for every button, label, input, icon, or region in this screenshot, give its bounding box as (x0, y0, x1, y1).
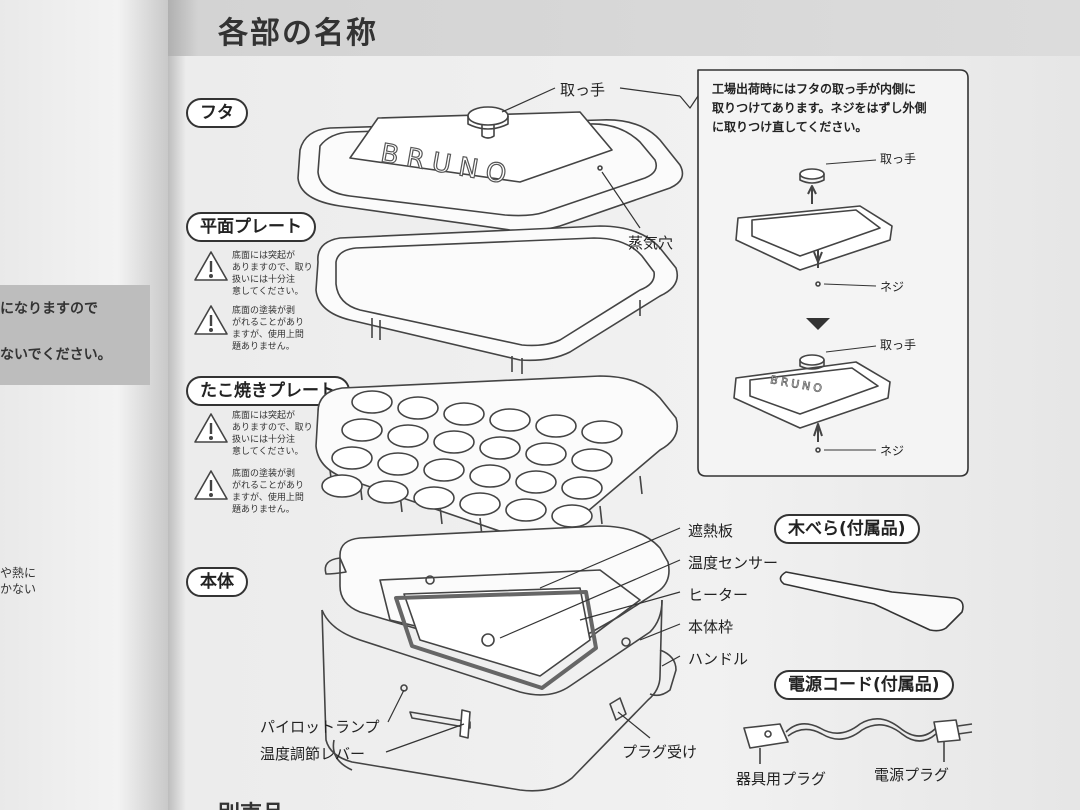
label-temp-lever: 温度調節レバー (260, 745, 366, 763)
takoyaki-hole (469, 464, 511, 488)
takoyaki-hole (459, 492, 501, 516)
label-pilot-lamp: パイロットランプ (260, 718, 380, 736)
note-line-1: 工場出荷時にはフタの取っ手が内側に (712, 82, 917, 96)
takoyaki-hole (505, 498, 547, 522)
takoyaki-hole (377, 452, 419, 476)
takoyaki-hole (341, 418, 383, 442)
left-text-4: かない (0, 582, 37, 596)
left-gray-box (0, 285, 150, 385)
warning-text: 底面の塗装が剥 がれることがあり ますが、使用上問 題ありません。 (232, 469, 305, 515)
left-text-1: になりますので (0, 301, 98, 317)
warning-icon (194, 413, 228, 443)
takoyaki-hole (423, 458, 465, 482)
label-heat-shield: 遮熱板 (688, 522, 734, 540)
takoyaki-hole (489, 408, 531, 432)
left-text-3: や熱に (0, 566, 37, 580)
label-steam-hole: 蒸気穴 (628, 234, 674, 252)
accessory-power-cord: 電源コード(付属品) (774, 670, 954, 700)
flat-plate-drawing (315, 225, 679, 374)
page-title: 各部の名称 (218, 16, 378, 51)
label-temp-sensor: 温度センサー (688, 554, 779, 572)
takoyaki-hole (367, 480, 409, 504)
takoyaki-hole (387, 424, 429, 448)
warning-text: 底面の塗装が剥 がれることがあり ますが、使用上問 題ありません。 (232, 306, 305, 352)
bottom-heading-partial: 別売品 (218, 796, 284, 810)
warning-text: 底面には突起が ありますので、取り 扱いには十分注 意してください。 (232, 251, 313, 297)
note-line-3: に取りつけ直してください。 (712, 120, 868, 134)
note-screw-label-2: ネジ (880, 444, 905, 458)
label-heater: ヒーター (688, 586, 749, 604)
section-body: 本体 (186, 567, 248, 597)
section-lid: フタ (186, 98, 248, 128)
takoyaki-hole (397, 396, 439, 420)
takoyaki-plate-drawing (315, 375, 679, 549)
takoyaki-hole (479, 436, 521, 460)
mini-lid-2 (733, 354, 891, 453)
warning-icon (194, 470, 228, 500)
left-text-2: ないでください。 (0, 347, 112, 363)
note-handle-label-1: 取っ手 (880, 152, 917, 166)
takoyaki-hole (551, 504, 593, 528)
warning-icon (194, 251, 228, 281)
body-drawing (321, 525, 677, 792)
note-line-2: 取りつけてあります。ネジをはずし外側 (712, 101, 927, 115)
takoyaki-hole (581, 420, 623, 444)
label-body-frame: 本体枠 (688, 618, 734, 636)
takoyaki-hole (535, 414, 577, 438)
warning-text: 底面には突起が ありますので、取り 扱いには十分注 意してください。 (232, 411, 313, 457)
takoyaki-hole (443, 402, 485, 426)
takoyaki-hole (515, 470, 557, 494)
label-handle: 取っ手 (560, 81, 606, 99)
warning-icon (194, 305, 228, 335)
note-handle-label-2: 取っ手 (880, 338, 917, 352)
title-band (168, 0, 1080, 56)
section-flat-plate: 平面プレート (186, 212, 316, 242)
power-cord (743, 718, 973, 764)
label-appliance-plug: 器具用プラグ (736, 770, 827, 788)
takoyaki-hole (525, 442, 567, 466)
takoyaki-hole (571, 448, 613, 472)
label-power-plug: 電源プラグ (874, 766, 950, 784)
accessory-spatula: 木べら(付属品) (774, 514, 920, 544)
label-plug-receiver: プラグ受け (622, 743, 698, 761)
mini-lid-1 (735, 168, 893, 287)
note-screw-label-1: ネジ (880, 280, 905, 294)
left-page (0, 0, 168, 810)
takoyaki-hole (321, 474, 363, 498)
label-handle-side: ハンドル (688, 650, 749, 668)
takoyaki-hole (561, 476, 603, 500)
takoyaki-hole (413, 486, 455, 510)
lid-drawing (297, 106, 684, 232)
takoyaki-hole (433, 430, 475, 454)
takoyaki-hole (351, 390, 393, 414)
takoyaki-hole (331, 446, 373, 470)
